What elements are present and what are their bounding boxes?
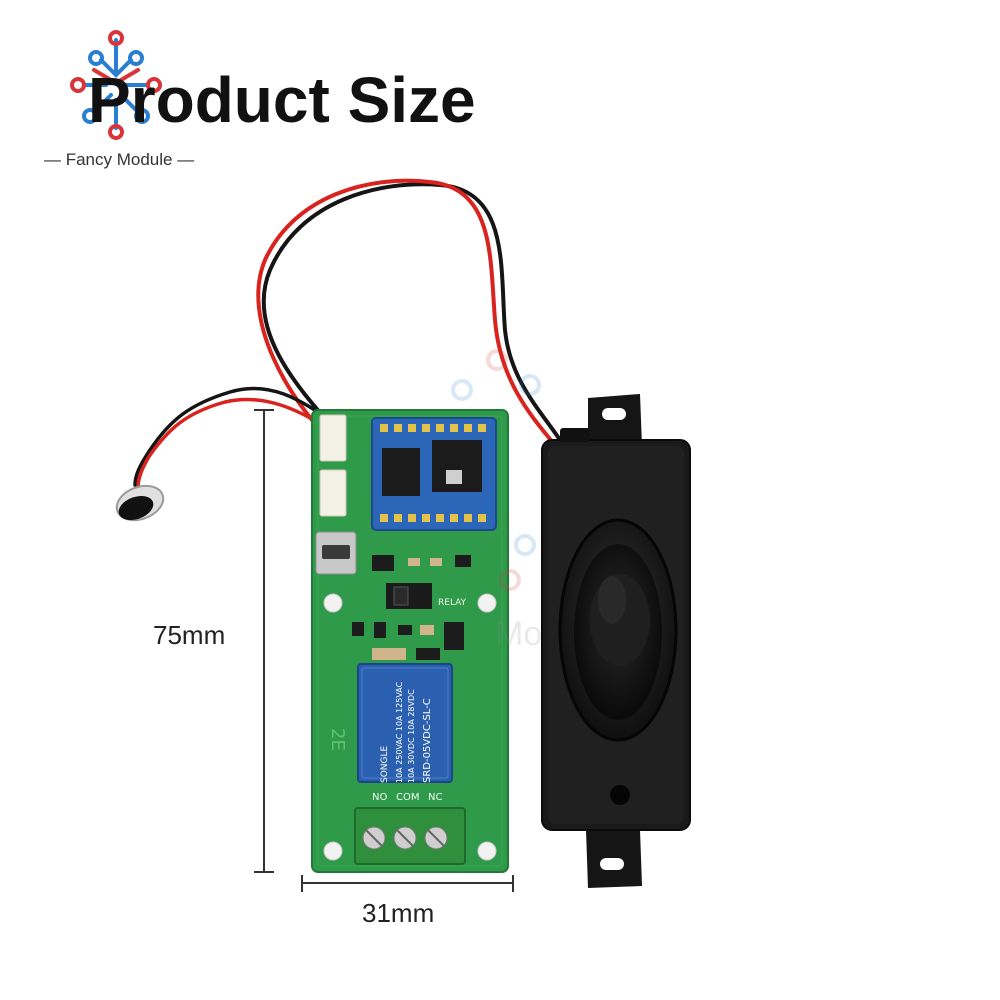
- width-dimension-label: 31mm: [362, 898, 435, 928]
- relay-silkscreen: RELAY: [438, 598, 467, 608]
- terminal-no-label: NO: [372, 792, 387, 803]
- dimension-width-line: [301, 875, 514, 892]
- microphone-wires: [133, 386, 332, 490]
- brand-name: — Fancy Module —: [44, 150, 195, 169]
- relay: SONGLE 10A 250VAC 10A 125VAC 10A 30VDC 1…: [357, 663, 453, 783]
- height-dimension-label: 75mm: [153, 620, 226, 650]
- terminal-com-label: COM: [396, 792, 419, 803]
- microphone-capsule: [115, 484, 165, 522]
- terminal-labels: NO COM NC: [372, 792, 442, 803]
- relay-rating-1: 10A 250VAC 10A 125VAC: [395, 681, 404, 783]
- speaker-wires: [256, 178, 562, 447]
- watermark-logo: Mo: [451, 349, 623, 653]
- svg-text:Mo: Mo: [495, 615, 542, 653]
- svg-text:2E: 2E: [327, 728, 348, 751]
- terminal-nc-label: NC: [428, 792, 442, 803]
- page-title: Product Size: [88, 64, 476, 136]
- relay-model: SRD-05VDC-SL-C: [422, 698, 433, 783]
- dimension-height-line: [254, 409, 274, 873]
- fancy-module-logo-icon: [70, 30, 162, 140]
- relay-brand: SONGLE: [380, 745, 390, 783]
- speaker: [541, 394, 691, 888]
- screw-terminal: [354, 807, 466, 865]
- relay-rating-2: 10A 30VDC 10A 28VDC: [407, 689, 416, 783]
